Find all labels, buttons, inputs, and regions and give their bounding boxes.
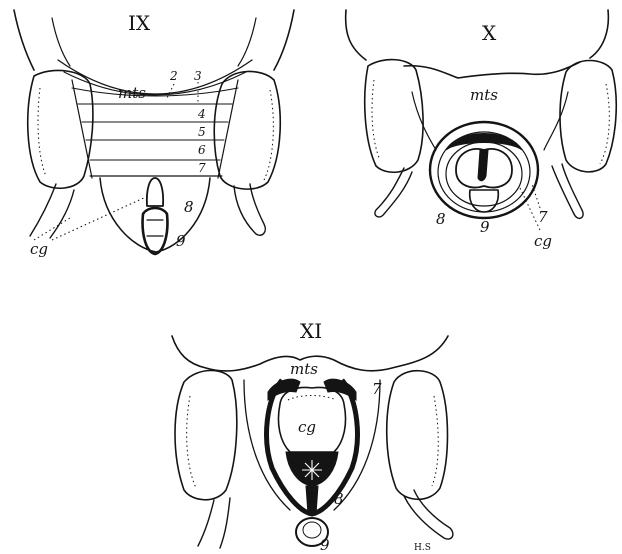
figure-xi-label-mts: mts	[290, 360, 318, 378]
figure-ix-label-mts: mts	[118, 84, 146, 102]
figure-xi-cg-dots	[288, 396, 336, 401]
figure-xi-label-9: 9	[320, 536, 330, 554]
figure-ix-body-outline	[14, 10, 294, 70]
figure-xi-right-coxa-dots	[432, 396, 438, 486]
figure-ix-plate-9-inner	[147, 220, 163, 236]
figure-ix-label-8: 8	[184, 198, 194, 216]
figure-ix-label-9: 9	[176, 232, 186, 250]
figure-xi-label-7: 7	[372, 380, 382, 398]
figure-x-plate-9	[470, 190, 499, 212]
figure-ix-numeral: IX	[128, 11, 151, 35]
figure-x-left-coxa-dots	[372, 80, 380, 160]
figure-x-dark-crescent	[446, 134, 522, 151]
figure-ix-right-coxa	[214, 71, 280, 189]
figure-x-left-coxa	[365, 60, 423, 173]
figure-xi-numeral: XI	[300, 319, 322, 343]
figure-x-label-mts: mts	[470, 86, 498, 104]
figure-ix-leader-cg	[52, 196, 148, 240]
figure-ix-label-3: 3	[194, 69, 202, 83]
figure-ix-label-5: 5	[198, 125, 206, 139]
figure-ix-right-leg	[234, 184, 265, 235]
figure-xi-left-coxa	[175, 371, 237, 500]
figure-xi-left-coxa-dots	[187, 396, 196, 488]
figure-x-central-notch	[478, 150, 488, 181]
figure-ix-segment-mts	[58, 60, 252, 94]
figure-ix-label-cg: cg	[30, 240, 48, 258]
figure-x-right-coxa	[560, 61, 616, 172]
figure-ix-body-outline-inner	[52, 18, 256, 66]
figure-x-body-outline	[346, 10, 609, 60]
figure-xi-left-leg	[198, 498, 230, 548]
figure-x-label-7: 7	[538, 208, 548, 226]
figure-x-label-cg: cg	[534, 232, 552, 250]
figure-x-label-9: 9	[480, 218, 490, 236]
figure-ix-label-2: 2	[169, 69, 178, 83]
figure-ix-left-coxa	[28, 70, 93, 188]
figure-x-label-8: 8	[436, 210, 446, 228]
figure-ix-label-6: 6	[198, 143, 206, 157]
figure-xi-label-cg: cg	[298, 418, 316, 436]
figure-x-right-leg	[552, 164, 583, 218]
figure-ix-plate-9	[143, 208, 168, 254]
figure-xi-right-coxa	[387, 371, 448, 500]
figure-x-numeral: X	[482, 21, 497, 45]
figure-ix-leader-2	[166, 84, 174, 100]
artist-signature: H.S	[414, 543, 431, 553]
figure-x: X mts 8 9 7 cg	[346, 10, 617, 250]
figure-ix-right-coxa-dots	[264, 90, 273, 180]
figure-x-right-coxa-dots	[600, 84, 609, 164]
figure-ix-cg	[147, 178, 163, 206]
figure-x-mts-margin	[404, 62, 580, 78]
figure-ix-left-leg	[30, 184, 74, 238]
figure-ix-label-7: 7	[198, 161, 206, 175]
figure-x-left-leg	[375, 168, 412, 217]
figure-ix-left-coxa-dots	[38, 88, 46, 176]
figure-xi-stalk	[306, 486, 318, 514]
figure-ix-label-4: 4	[197, 107, 206, 121]
figure-xi-star	[302, 460, 322, 480]
figure-xi-dark-top	[268, 379, 356, 400]
figure-xi-plate-9-inner	[303, 522, 321, 538]
figure-ix: IX mts 2	[14, 10, 294, 258]
figure-xi: XI mts 7 cg 8 9	[172, 319, 453, 554]
figure-xi-label-8: 8	[334, 490, 344, 508]
